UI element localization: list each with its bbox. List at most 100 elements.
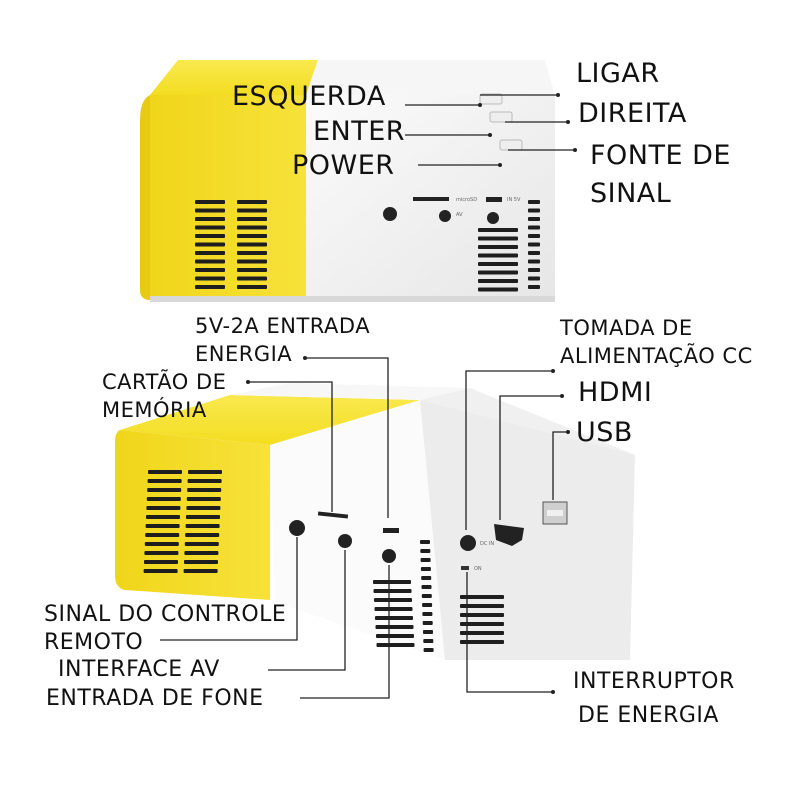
yellow-vent-grille <box>195 200 267 289</box>
vent-slot <box>460 640 504 644</box>
vent-slot <box>143 569 178 573</box>
bottom-microsd-slot <box>317 511 349 519</box>
vent-slot <box>237 251 267 255</box>
vent-slot <box>460 631 504 635</box>
vent-slot <box>421 594 432 598</box>
vent-slot <box>422 603 433 607</box>
button-ligar <box>479 93 503 105</box>
label-esquerda: ESQUERDA <box>232 81 386 112</box>
vent-slot <box>423 630 433 634</box>
label-tomada-line1: TOMADA DE <box>560 316 693 340</box>
vent-slot <box>195 259 225 264</box>
vent-slot <box>528 208 540 213</box>
microsd-marking: microSD <box>456 197 477 203</box>
vent-slot <box>195 234 225 238</box>
label-sinal-controle-line1: SINAL DO CONTROLE <box>44 602 287 627</box>
dc-in-jack <box>460 535 476 551</box>
vent-slot <box>195 268 225 272</box>
vent-slot <box>478 245 518 249</box>
vent-slot <box>478 228 518 232</box>
vent-slot <box>195 217 225 221</box>
dc-5v-marking: IN 5V <box>507 197 521 203</box>
label-enter: ENTER <box>313 116 406 147</box>
vent-slot <box>420 540 430 544</box>
vent-slot <box>528 268 540 272</box>
vent-slot <box>375 625 414 629</box>
vent-slot <box>420 558 431 562</box>
vent-slot <box>478 236 518 241</box>
vent-slot <box>478 279 518 283</box>
vent-slot <box>373 589 412 593</box>
vent-slot <box>373 580 411 584</box>
bottom-ir-receiver <box>289 520 305 536</box>
vent-slot <box>195 242 225 247</box>
label-hdmi: HDMI <box>578 377 653 408</box>
label-power: POWER <box>292 150 395 181</box>
vent-slot <box>237 200 267 204</box>
leader-lines <box>160 93 577 699</box>
vent-slot <box>376 643 415 647</box>
vent-slot <box>460 604 504 608</box>
bottom-headphone-port <box>382 549 396 563</box>
vent-slot <box>187 488 222 492</box>
vent-slot <box>186 506 221 510</box>
vent-slot <box>195 225 225 230</box>
dc-5v-port <box>486 197 502 202</box>
label-interruptor-line1: INTERRUPTOR <box>573 669 735 694</box>
vent-slot <box>145 524 180 528</box>
vent-slot <box>184 551 219 555</box>
vent-slot <box>184 542 219 546</box>
vent-slot <box>460 622 504 626</box>
on-marking: ON <box>474 566 482 572</box>
label-direita: DIREITA <box>578 98 687 129</box>
vent-slot <box>376 634 414 638</box>
microsd-slot <box>413 197 449 201</box>
vent-slot <box>147 479 182 483</box>
vent-slot <box>186 515 220 519</box>
label-interface-av: INTERFACE AV <box>58 657 220 682</box>
vent-slot <box>195 200 225 204</box>
vent-slot <box>185 524 220 528</box>
white-vent-grille <box>478 200 540 292</box>
bottom-top-white <box>230 383 470 400</box>
vent-slot <box>146 497 181 501</box>
vent-slot <box>528 259 540 264</box>
vent-slot <box>146 506 181 510</box>
vent-slot <box>460 595 504 599</box>
bottom-yellow-vent-grille <box>143 470 222 573</box>
label-usb: USB <box>576 417 633 448</box>
button-fonte <box>499 139 523 151</box>
label-sinal-controle-line2: REMOTO <box>44 630 144 655</box>
label-tomada-line2: ALIMENTAÇÃO CC <box>560 344 753 368</box>
dc-in-marking: DC IN <box>480 541 494 547</box>
vent-slot <box>528 234 540 238</box>
vent-slot <box>144 560 178 564</box>
label-5v-line2: ENERGIA <box>195 342 293 366</box>
vent-slot <box>528 242 540 247</box>
vent-slot <box>528 200 540 204</box>
vent-slot <box>185 533 220 537</box>
label-5v-line1: 5V-2A ENTRADA <box>195 314 371 338</box>
vent-slot <box>528 285 540 289</box>
power-switch <box>461 566 469 570</box>
ir-receiver <box>383 207 397 221</box>
vent-slot <box>147 488 182 492</box>
vent-slot <box>195 208 225 213</box>
yellow-front-curve <box>140 95 150 300</box>
vent-slot <box>144 551 179 555</box>
vent-slot <box>460 613 504 617</box>
label-cartao-line2: MEMÓRIA <box>102 398 207 422</box>
vent-slot <box>478 253 518 258</box>
vent-slot <box>478 262 518 266</box>
vent-slot <box>423 648 434 652</box>
label-ligar: LIGAR <box>576 58 660 89</box>
vent-slot <box>195 251 225 255</box>
vent-slot <box>148 470 182 474</box>
vent-slot <box>237 259 267 264</box>
label-fonte-line1: FONTE DE <box>590 140 731 171</box>
vent-slot <box>183 569 218 573</box>
bottom-dc-slot <box>383 528 399 533</box>
yellow-body <box>150 95 306 300</box>
bottom-white-front <box>270 400 445 660</box>
